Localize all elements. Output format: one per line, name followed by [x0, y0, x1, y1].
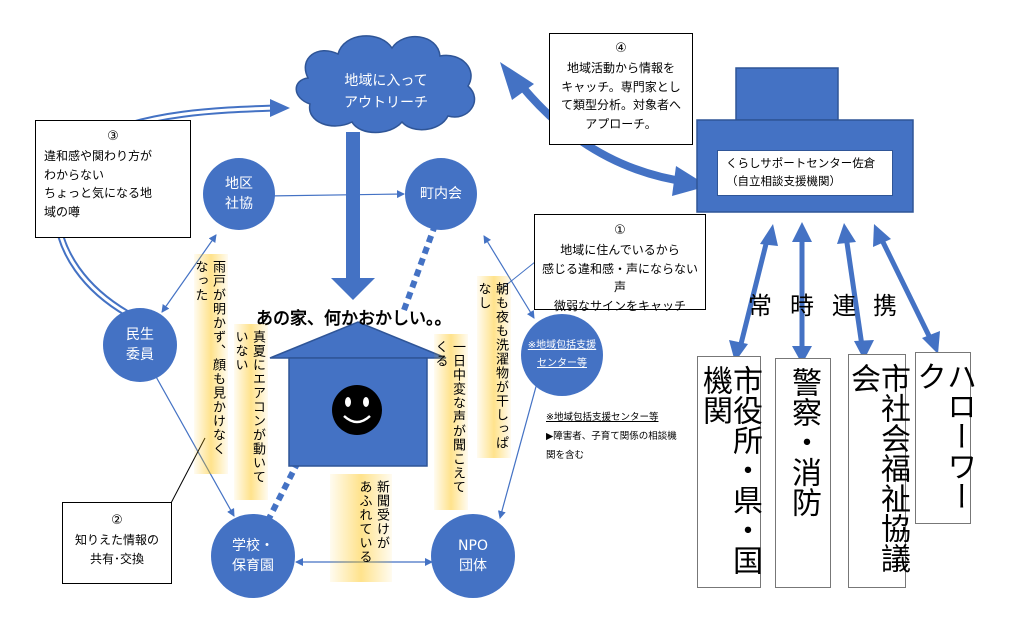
node-houkatsu-center: ※地域包括支援 センター等: [521, 314, 603, 396]
org-shakyo: 市社会福祉協議会: [845, 354, 910, 588]
jouji-char-1: 常: [748, 292, 772, 320]
jouji-char-3: 連: [832, 292, 856, 320]
outreach-cloud: [295, 35, 476, 134]
note2-line2: 共有･交換: [89, 551, 144, 566]
sign-koe: 一日中変な声が聞こえてくる: [432, 334, 468, 510]
center-name: くらしサポートセンター佐倉: [726, 156, 876, 170]
sign-amado: 雨戸が明かず、顔も見かけなくなった: [192, 254, 228, 474]
note3-line1: 違和感や関わり方が: [44, 149, 153, 164]
network-arrows: [149, 190, 543, 566]
footnote-line1: ※地域包括支援センター等: [546, 412, 659, 423]
note2-number: ②: [111, 513, 123, 528]
note-2: ② 知りえた情報の 共有･交換: [62, 502, 172, 584]
node-chiku-label: 地区 社協: [225, 175, 253, 212]
cloud-to-house-arrow: [331, 132, 375, 300]
org-hellowork: ハローワーク: [911, 352, 976, 524]
node-school: 学校・ 保育園: [211, 514, 295, 598]
note4-line3: て類型分析。対象者へ: [560, 98, 681, 113]
node-chiku-shakyo: 地区 社協: [203, 158, 275, 230]
note1-number: ①: [614, 223, 626, 238]
node-chonaikai-label: 町内会: [420, 185, 462, 202]
note2-connector: [169, 437, 206, 506]
footnote-line3: 関を含む: [546, 450, 585, 461]
note1-line1: 地域に住んでいるから: [560, 243, 680, 258]
outreach-line1: 地域に入って: [344, 73, 428, 89]
house-title: あの家、何かおかしい。。: [256, 309, 452, 329]
note1-connector: [499, 257, 541, 291]
note-3: ③ 違和感や関わり方が わからない ちょっと気になる地 域の噂: [35, 120, 191, 238]
org-shiyakusho: 市役所・県・国機関: [697, 356, 762, 588]
org-keisatsu: 警察・消防: [775, 358, 831, 588]
sign-shinbun: 新聞受けが あふれている: [330, 474, 392, 582]
note4-line1: 地域活動から情報を: [566, 61, 675, 76]
footnote-line2: ▶障害者、子育て関係の相談機: [546, 431, 677, 442]
note1-line3: 微弱なサインをキャッチ: [553, 298, 686, 313]
sign-aircon: 真夏にエアコンが動いていない: [232, 324, 268, 500]
outreach-label: 地域に入って アウトリーチ: [300, 70, 472, 115]
center-subtitle: （自立相談支援機関）: [726, 173, 841, 188]
node-npo-label: NPO 団体: [458, 537, 488, 574]
node-houkatsu-label-1: ※地域包括支援: [527, 340, 597, 351]
note1-line2: 感じる違和感・声にならない声: [541, 261, 698, 295]
support-center-label: くらしサポートセンター佐倉 （自立相談支援機関）: [717, 150, 893, 196]
note4-line2: キャッチ。専門家とし: [561, 79, 681, 94]
node-school-label: 学校・ 保育園: [232, 537, 274, 574]
jouji-char-2: 時: [790, 292, 814, 320]
jouji-char-4: 携: [873, 292, 897, 320]
note2-line1: 知りえた情報の: [74, 533, 159, 548]
node-minsei-label: 民生 委員: [126, 326, 154, 363]
note-1: ① 地域に住んでいるから 感じる違和感・声にならない声 微弱なサインをキャッチ: [534, 214, 706, 313]
node-houkatsu-label-2: センター等: [537, 358, 587, 369]
note3-line2: わからない: [44, 167, 105, 182]
org-arrows: [729, 222, 940, 364]
node-chonaikai: 町内会: [405, 158, 477, 230]
note-4: ④ 地域活動から情報を キャッチ。専門家とし て類型分析。対象者へ アプローチ。: [549, 33, 693, 145]
node-minsei-iin: 民生 委員: [103, 308, 177, 382]
outreach-line2: アウトリーチ: [344, 95, 428, 112]
sign-sentaku: 朝も夜も洗濯物が干しっぱなし: [475, 276, 511, 458]
note3-line4: 域の噂: [44, 204, 81, 219]
note3-line3: ちょっと気になる地: [44, 186, 153, 201]
note3-number: ③: [107, 129, 119, 144]
smiley-face-icon: [332, 385, 382, 435]
node-npo: NPO 団体: [431, 514, 515, 598]
note4-line4: アプローチ。: [585, 116, 657, 131]
note4-number: ④: [615, 41, 627, 56]
houkatsu-footnote: ※地域包括支援センター等 ▶障害者、子育て関係の相談機 関を含む: [546, 408, 677, 465]
